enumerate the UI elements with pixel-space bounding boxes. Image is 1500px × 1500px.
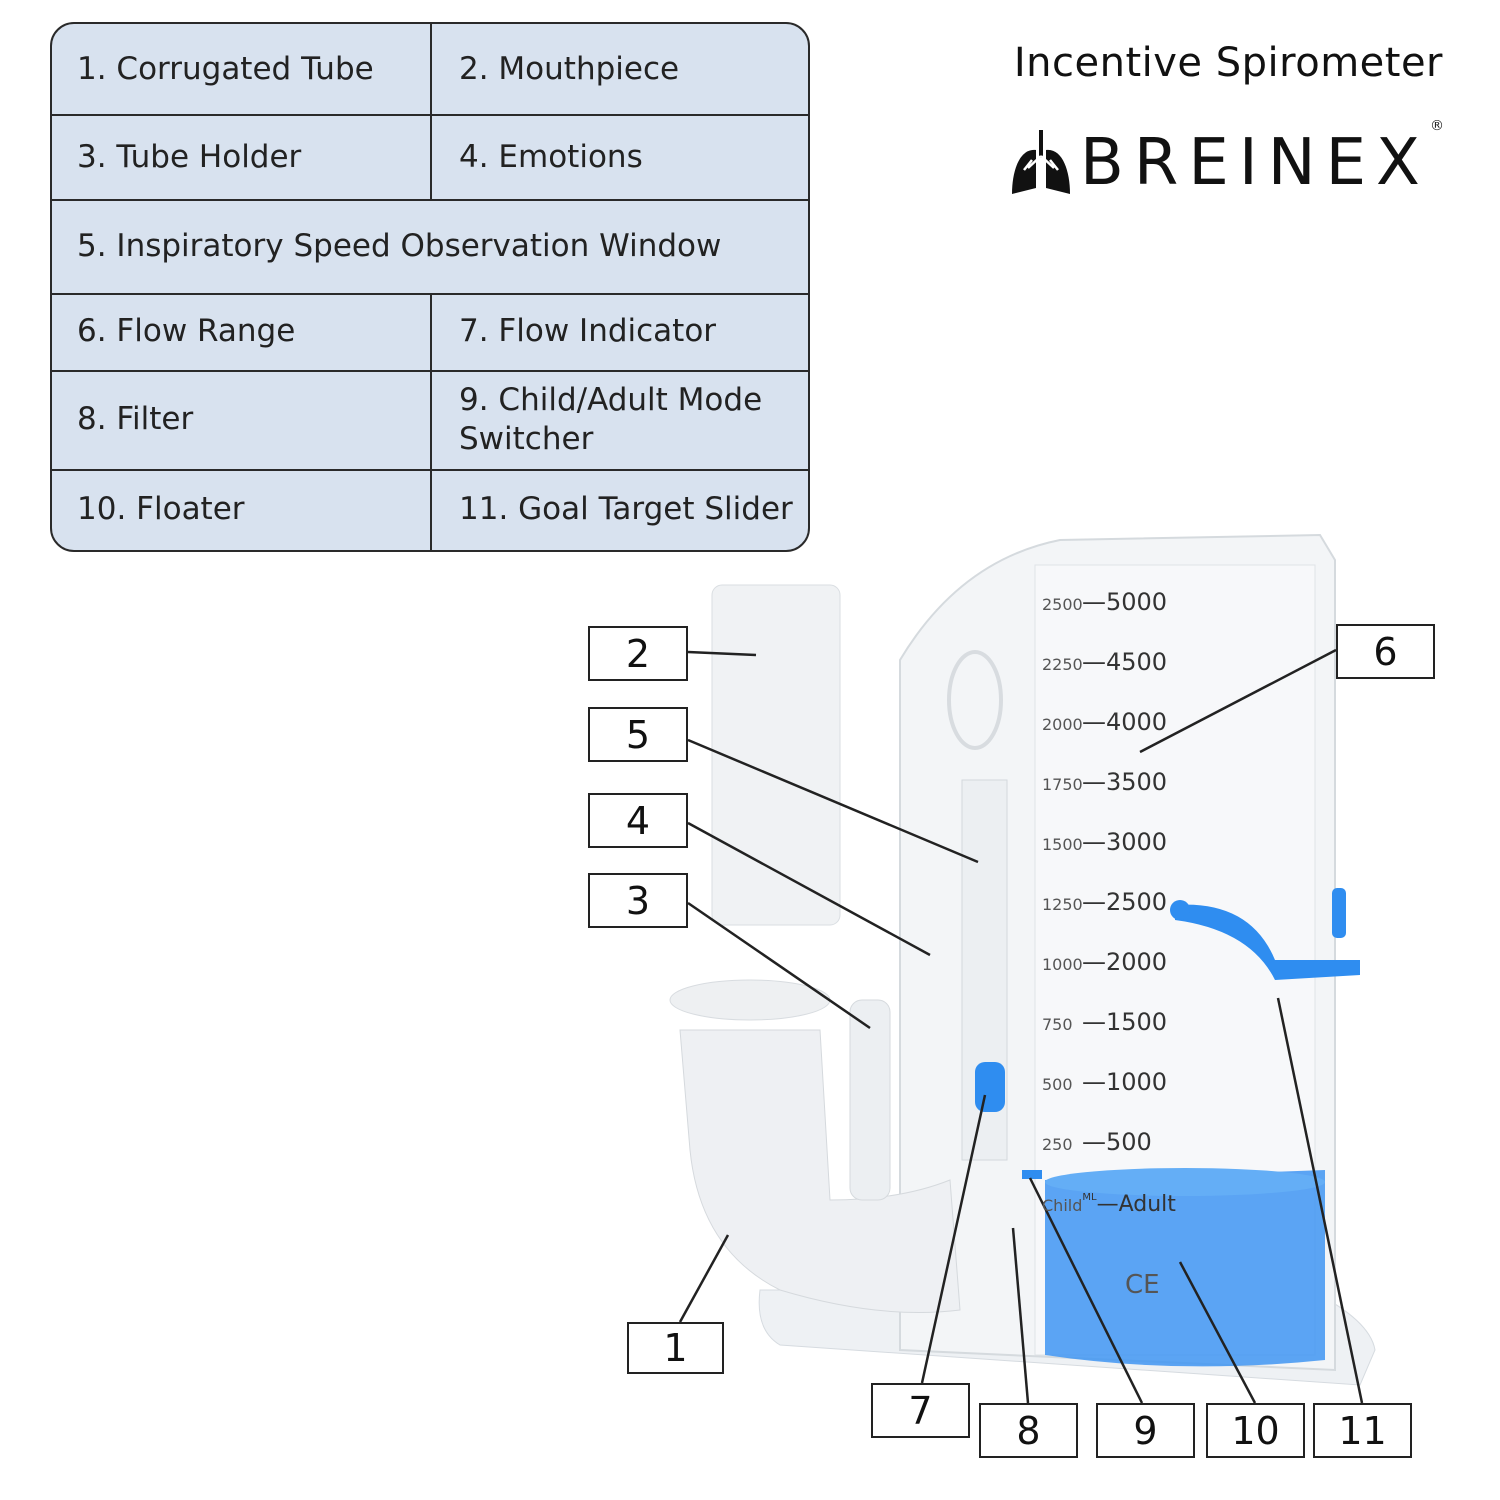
- adult-value: 2000: [1106, 948, 1168, 976]
- child-value: 2000: [1042, 715, 1083, 734]
- scale-mark: 2000—4000: [1042, 708, 1167, 736]
- tick: —: [1082, 1128, 1106, 1156]
- flow-indicator: [975, 1062, 1005, 1112]
- adult-value: 4500: [1106, 648, 1168, 676]
- tube-holder: [849, 999, 891, 1201]
- tick: —: [1082, 828, 1106, 856]
- parts-legend-table: 1. Corrugated Tube 2. Mouthpiece 3. Tube…: [50, 22, 810, 552]
- adult-value: 4000: [1106, 708, 1168, 736]
- scale-mark: 1000—2000: [1042, 948, 1167, 976]
- scale-mark: 500 —1000: [1042, 1068, 1167, 1096]
- scale-mark: 1750—3500: [1042, 768, 1167, 796]
- callout-3: 3: [588, 873, 688, 928]
- registered-mark: ®: [1430, 118, 1444, 134]
- floater: [1045, 1170, 1325, 1367]
- callout-8: 8: [979, 1403, 1078, 1458]
- mode-switch: [1022, 1170, 1042, 1179]
- slider-clip: [1332, 888, 1346, 938]
- legend-item: 5. Inspiratory Speed Observation Window: [77, 228, 722, 265]
- child-value: 2250: [1042, 655, 1083, 674]
- callout-1: 1: [627, 1322, 724, 1374]
- tick: —: [1082, 1068, 1106, 1096]
- scale-mark: 2250—4500: [1042, 648, 1167, 676]
- callout-10: 10: [1206, 1403, 1305, 1458]
- tick: —: [1082, 588, 1106, 616]
- legend-item: 10. Floater: [52, 469, 432, 550]
- child-label: Child: [1042, 1196, 1083, 1215]
- tube-ring: [669, 979, 831, 1021]
- legend-item: 6. Flow Range: [52, 293, 432, 370]
- adult-value: 2500: [1106, 888, 1168, 916]
- legend-item: 9. Child/Adult Mode Switcher: [459, 381, 763, 457]
- adult-value: 3500: [1106, 768, 1168, 796]
- leader-lines: [678, 648, 1364, 1404]
- legend-row: 10. Floater 11. Goal Target Slider: [52, 469, 808, 550]
- child-value: 750: [1042, 1015, 1073, 1034]
- callout-11: 11: [1313, 1403, 1412, 1458]
- adult-value: 3000: [1106, 828, 1168, 856]
- scale-mark: 1500—3000: [1042, 828, 1167, 856]
- legend-item: 4. Emotions: [459, 138, 643, 175]
- legend-row: 8. Filter 9. Child/Adult Mode Switcher: [52, 370, 808, 471]
- adult-value: 500: [1106, 1128, 1152, 1156]
- callout-2: 2: [588, 626, 688, 681]
- brand-name: BREINEX: [1080, 126, 1430, 200]
- legend-item: 2. Mouthpiece: [459, 50, 680, 87]
- product-title: Incentive Spirometer: [1013, 40, 1443, 86]
- mode-label: ChildML—Adult: [1042, 1192, 1176, 1217]
- callout-7: 7: [871, 1383, 970, 1438]
- legend-item: 3. Tube Holder: [52, 115, 432, 199]
- lungs-icon: [1012, 130, 1070, 194]
- child-value: 1750: [1042, 775, 1083, 794]
- child-value: 1500: [1042, 835, 1083, 854]
- floater-top: [1045, 1168, 1325, 1196]
- scale-mark: 250 —500: [1042, 1128, 1152, 1156]
- child-value: 1250: [1042, 895, 1083, 914]
- child-value: 500: [1042, 1075, 1073, 1094]
- unit-label: ML: [1082, 1192, 1097, 1203]
- goal-target-slider: [1175, 904, 1360, 980]
- tick: —: [1082, 648, 1106, 676]
- callout-5: 5: [588, 707, 688, 762]
- tick: —: [1082, 1008, 1106, 1036]
- child-value: 2500: [1042, 595, 1083, 614]
- scale-mark: 2500—5000: [1042, 588, 1167, 616]
- scale-mark: 1250—2500: [1042, 888, 1167, 916]
- child-value: 250: [1042, 1135, 1073, 1154]
- emotions-window: [947, 650, 1003, 750]
- legend-item: 7. Flow Indicator: [459, 313, 717, 350]
- legend-item: 1. Corrugated Tube: [52, 24, 432, 114]
- mouthpiece: [711, 584, 841, 926]
- callout-6: 6: [1336, 624, 1435, 679]
- corrugated-tube: [679, 1029, 961, 1313]
- legend-item: 8. Filter: [52, 370, 432, 469]
- tick: —: [1082, 888, 1106, 916]
- child-value: 1000: [1042, 955, 1083, 974]
- adult-label: Adult: [1118, 1192, 1176, 1217]
- tick: —: [1082, 708, 1106, 736]
- tick: —: [1082, 768, 1106, 796]
- scale-mark: 750 —1500: [1042, 1008, 1167, 1036]
- adult-value: 1000: [1106, 1068, 1168, 1096]
- ce-mark: CE: [1125, 1270, 1160, 1300]
- callout-4: 4: [588, 793, 688, 848]
- legend-item: 11. Goal Target Slider: [459, 491, 793, 528]
- slider-tip: [1170, 900, 1190, 920]
- tick: —: [1082, 948, 1106, 976]
- adult-value: 5000: [1106, 588, 1168, 616]
- legend-row: 3. Tube Holder 4. Emotions: [52, 115, 808, 201]
- adult-value: 1500: [1106, 1008, 1168, 1036]
- callout-9: 9: [1096, 1403, 1195, 1458]
- brand-logo: BREINEX: [1010, 126, 1430, 200]
